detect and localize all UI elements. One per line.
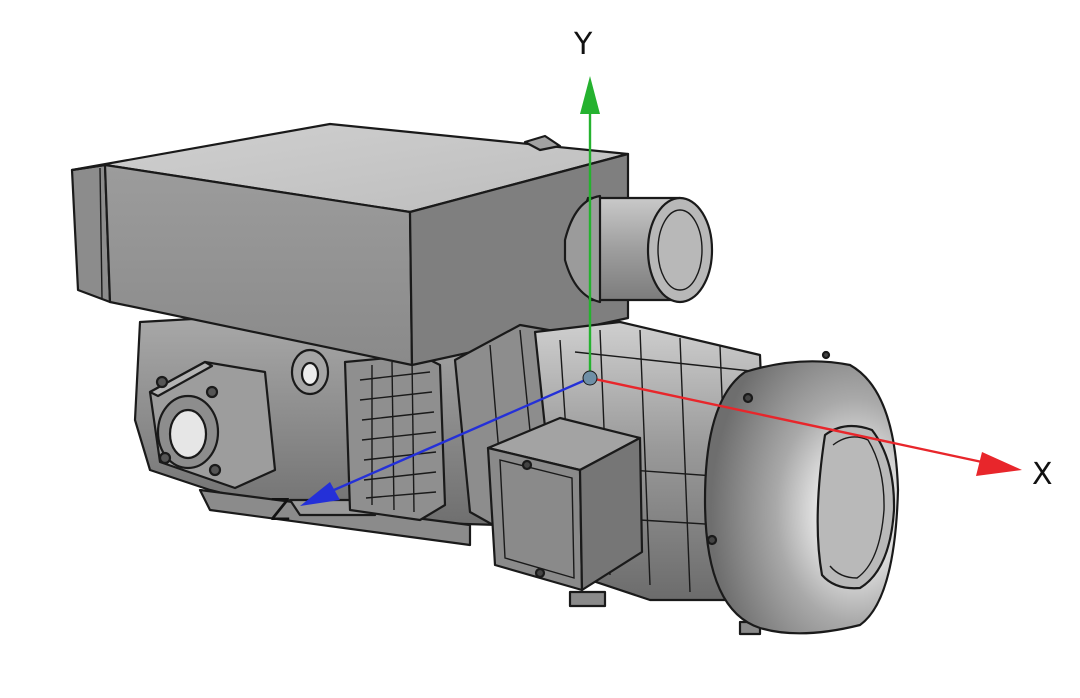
z-axis-arrowhead xyxy=(300,482,340,506)
x-axis-line xyxy=(589,376,983,464)
filler-cap xyxy=(523,134,562,152)
x-axis-label: X xyxy=(1032,457,1053,492)
terminal-box xyxy=(486,416,644,592)
coordinate-axes: X Y Z xyxy=(270,27,1053,528)
y-axis-label: Y xyxy=(573,27,593,62)
exhaust-cylinder xyxy=(563,194,714,304)
inlet-flange xyxy=(148,360,277,490)
x-axis-arrowhead xyxy=(976,452,1022,476)
origin-marker xyxy=(582,370,598,386)
z-axis-line xyxy=(333,376,591,492)
lifting-eye xyxy=(290,348,330,396)
cooling-fins xyxy=(343,353,447,522)
y-axis-arrowhead xyxy=(580,76,600,114)
fan-cover xyxy=(703,350,900,635)
separator-housing xyxy=(70,122,630,367)
z-axis-label: Z xyxy=(270,493,291,528)
vacuum-pump-model[interactable] xyxy=(70,122,900,636)
